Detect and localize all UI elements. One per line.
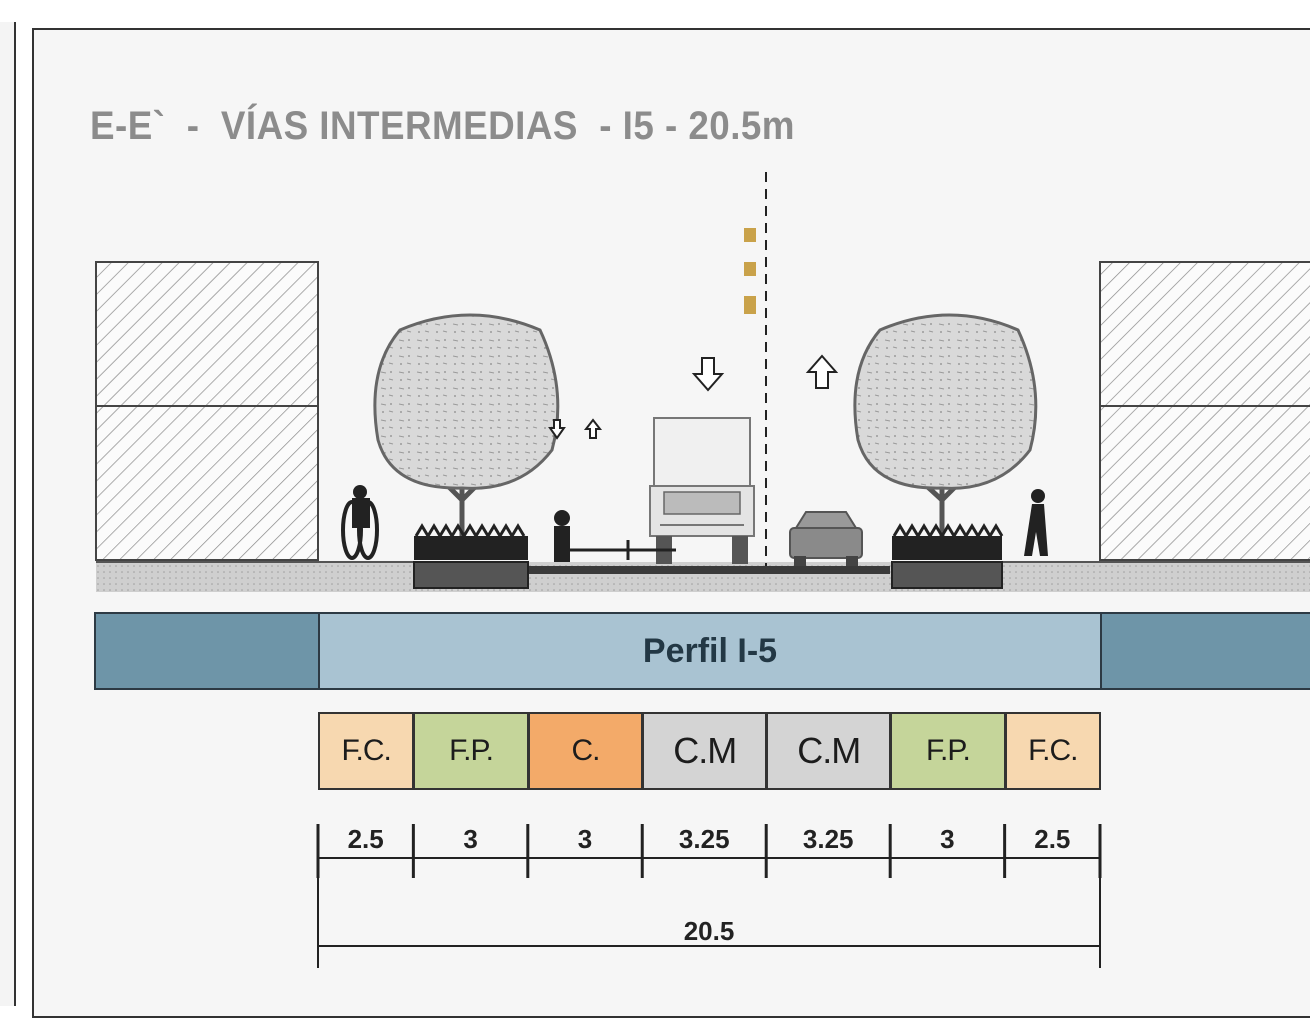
centerline (744, 172, 767, 566)
tree-right-icon (853, 313, 1038, 560)
lane-segment-5: C.M (766, 712, 892, 790)
arrow-down-icon (548, 357, 725, 440)
scooter-rider-icon (554, 510, 676, 562)
dimension-label-6: 3 (940, 824, 954, 854)
dimension-label-1: 2.5 (348, 824, 384, 854)
ground-surface (96, 561, 1310, 592)
lane-segment-3: C. (527, 712, 644, 790)
profile-band-label: Perfil I-5 (318, 612, 1102, 690)
arrow-up-icon (583, 354, 839, 439)
dimension-label-2: 3 (463, 824, 477, 854)
truck-icon (649, 417, 755, 564)
total-dimension-label: 20.5 (684, 916, 735, 946)
dimension-label-5: 3.25 (803, 824, 854, 854)
pedestrian-icon (1024, 489, 1048, 556)
lane-segment-1: F.C. (318, 712, 415, 790)
building-right-icon (1099, 261, 1310, 561)
profile-band-left (94, 612, 320, 690)
dimension-label-3: 3 (578, 824, 592, 854)
lane-segment-7: F.C. (1004, 712, 1101, 790)
section-title: E-E` - VÍAS INTERMEDIAS - I5 - 20.5m (90, 104, 795, 148)
dimension-lines: 2.5 3 3 3.25 3.25 3 2.5 20.5 (316, 824, 1102, 968)
dimension-label-4: 3.25 (679, 824, 730, 854)
tree-left-icon (373, 313, 560, 560)
profile-band-right (1100, 612, 1310, 690)
cyclist-icon (341, 485, 379, 560)
lane-segment-4: C.M (642, 712, 768, 790)
dimension-label-7: 2.5 (1034, 824, 1070, 854)
building-left-icon (95, 261, 319, 561)
lane-segment-2: F.P. (413, 712, 529, 790)
car-icon (789, 511, 863, 566)
lane-segment-6: F.P. (890, 712, 1006, 790)
adjacent-panel-edge (0, 22, 16, 1006)
